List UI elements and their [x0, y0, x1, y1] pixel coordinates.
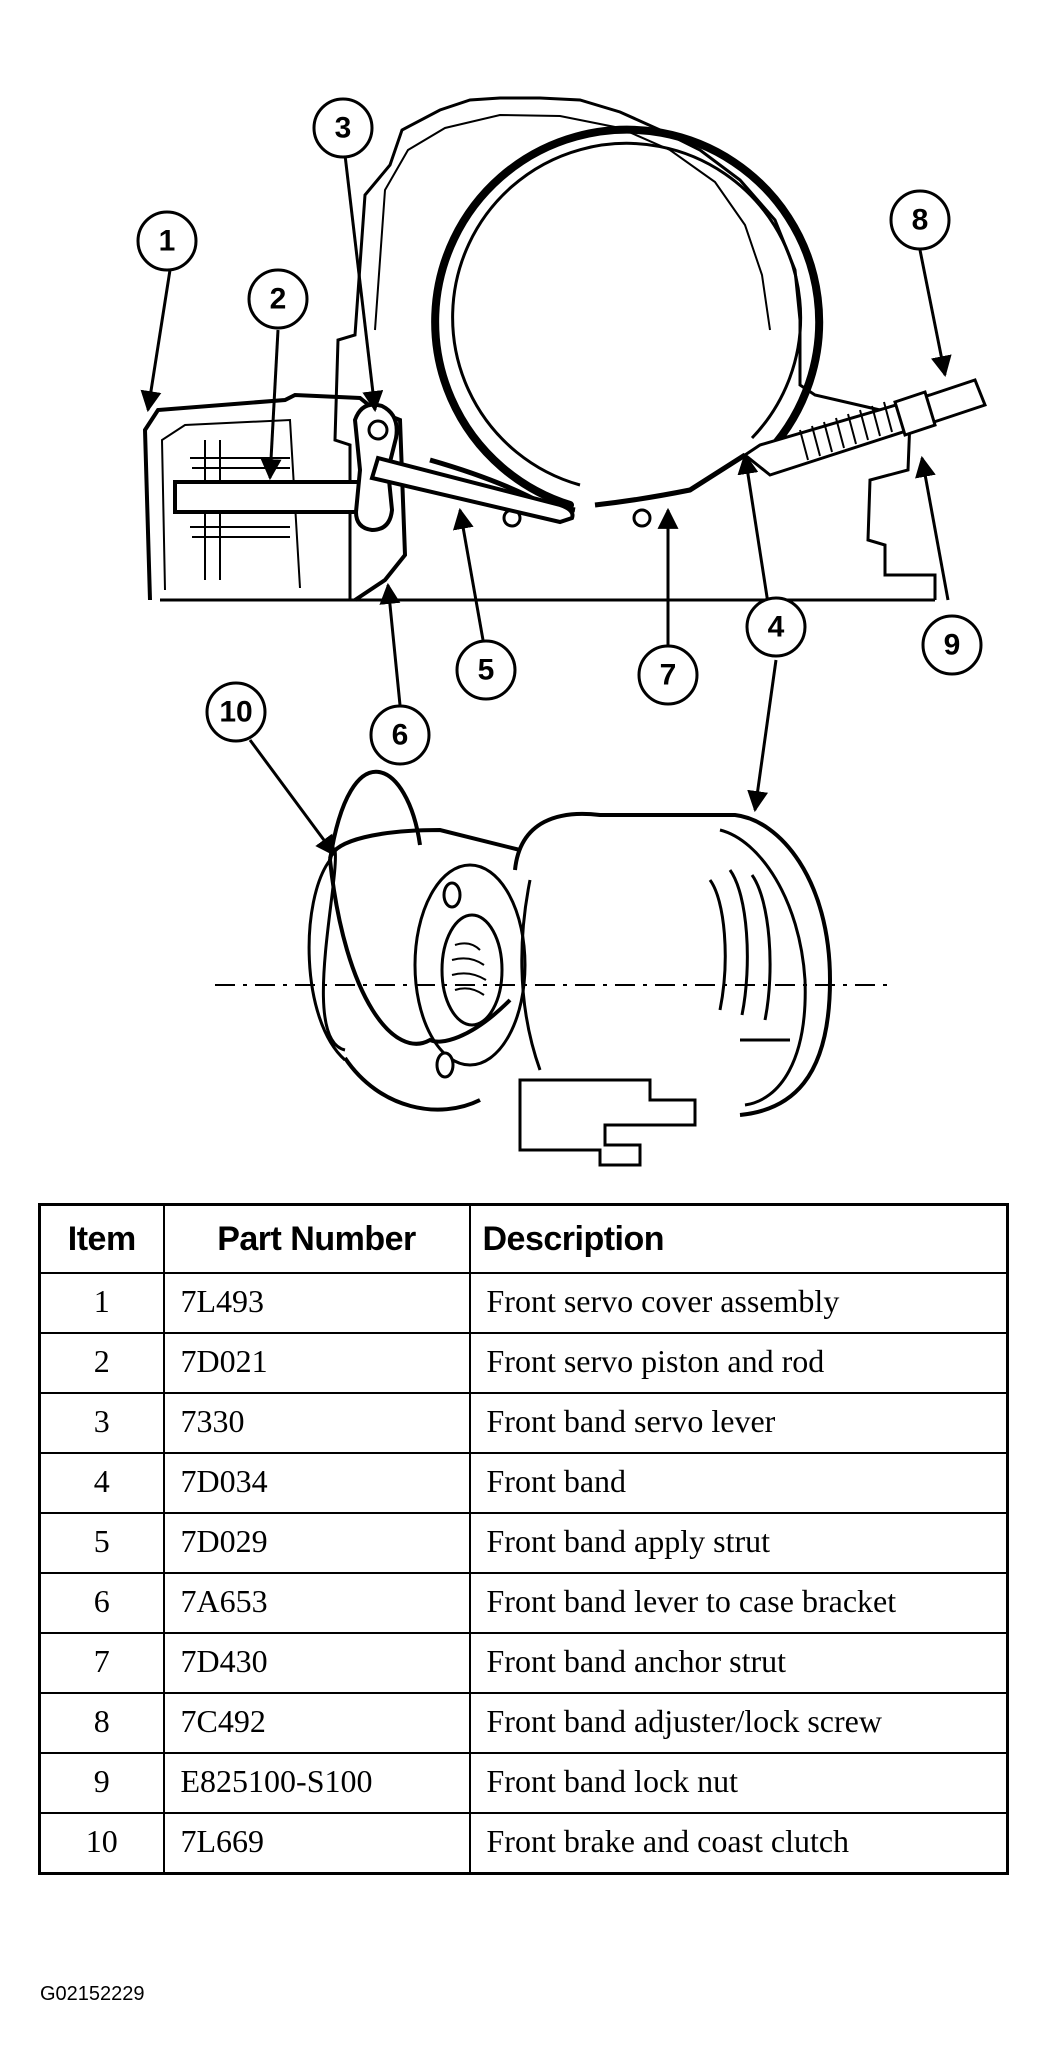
strut-pin-right: [632, 508, 652, 528]
servo-rod: [173, 480, 367, 514]
cell-item: 9: [38, 1752, 165, 1814]
table-row: 5 7D029 Front band apply strut: [38, 1512, 1009, 1574]
transmission-case-inner-outline: [374, 113, 771, 331]
cell-item: 4: [38, 1452, 165, 1514]
svg-text:5: 5: [478, 654, 495, 687]
brake-drum-outer: [327, 769, 512, 1046]
cell-description: Front band lever to case bracket: [468, 1572, 1009, 1634]
svg-text:8: 8: [912, 204, 929, 237]
cell-part-number: 7A653: [162, 1572, 471, 1634]
cell-item: 2: [38, 1332, 165, 1394]
table-header-row: Item Part Number Description: [38, 1203, 1009, 1274]
cell-part-number: 7L493: [162, 1272, 471, 1334]
brake-drum-rim: [307, 849, 346, 1062]
cell-description: Front band servo lever: [468, 1392, 1009, 1454]
brake-drum-hub-rings: [451, 942, 487, 996]
cell-part-number: 7C492: [162, 1692, 471, 1754]
cell-part-number: 7D021: [162, 1332, 471, 1394]
cell-description: Front band apply strut: [468, 1512, 1009, 1574]
front-band-ring-inner: [451, 141, 803, 487]
table-row: 9 E825100-S100 Front band lock nut: [38, 1752, 1009, 1814]
servo-lever-pivot: [367, 419, 389, 441]
cell-description: Front brake and coast clutch: [468, 1812, 1009, 1875]
cell-item: 10: [38, 1812, 165, 1875]
callout-9: 9: [921, 614, 983, 676]
cell-part-number: 7D034: [162, 1452, 471, 1514]
front-band-ring-outer: [431, 125, 824, 509]
table-row: 2 7D021 Front servo piston and rod: [38, 1332, 1009, 1394]
table-row: 3 7330 Front band servo lever: [38, 1392, 1009, 1454]
svg-text:4: 4: [768, 611, 785, 644]
band-exploded-outer: [513, 811, 833, 1117]
callout-2: 2: [247, 268, 309, 330]
svg-text:6: 6: [392, 719, 409, 752]
servo-piston-grooves: [190, 440, 290, 580]
apply-strut: [369, 455, 575, 525]
parts-table: Item Part Number Description 1 7L493 Fro…: [38, 1203, 1009, 1875]
callout-arrows: [140, 154, 952, 857]
transmission-case-outline: [333, 96, 937, 600]
callout-3: 3: [312, 97, 374, 159]
callout-5: 5: [455, 639, 517, 701]
cell-description: Front band anchor strut: [468, 1632, 1009, 1694]
svg-text:7: 7: [660, 659, 677, 692]
cell-item: 7: [38, 1632, 165, 1694]
cell-item: 8: [38, 1692, 165, 1754]
header-part-number: Part Number: [162, 1203, 471, 1274]
cell-description: Front servo piston and rod: [468, 1332, 1009, 1394]
brake-drum-face: [413, 863, 527, 1067]
cell-description: Front servo cover assembly: [468, 1272, 1009, 1334]
servo-cover-body: [142, 392, 408, 602]
cell-item: 1: [38, 1272, 165, 1334]
header-item: Item: [38, 1203, 165, 1274]
cell-description: Front band: [468, 1452, 1009, 1514]
table-row: 8 7C492 Front band adjuster/lock screw: [38, 1692, 1009, 1754]
svg-text:3: 3: [335, 112, 352, 145]
figure-id: G02152229: [40, 1983, 145, 2005]
svg-text:9: 9: [944, 629, 961, 662]
drum-hole-lower: [435, 1051, 455, 1079]
servo-cover-inner: [160, 418, 301, 591]
cell-item: 6: [38, 1572, 165, 1634]
callout-8: 8: [889, 189, 951, 251]
band-exploded-slots: [708, 869, 790, 1042]
callout-7: 7: [637, 644, 699, 706]
cell-description: Front band lock nut: [468, 1752, 1009, 1814]
header-description: Description: [468, 1203, 1009, 1274]
cell-part-number: 7D430: [162, 1632, 471, 1694]
table-row: 7 7D430 Front band anchor strut: [38, 1632, 1009, 1694]
table-row: 10 7L669 Front brake and coast clutch: [38, 1812, 1009, 1875]
table-row: 4 7D034 Front band: [38, 1452, 1009, 1514]
cell-description: Front band adjuster/lock screw: [468, 1692, 1009, 1754]
callout-10: 10: [205, 681, 267, 743]
cell-part-number: 7L669: [162, 1812, 471, 1875]
band-exploded-bracket: [518, 1078, 697, 1167]
cell-part-number: 7330: [162, 1392, 471, 1454]
svg-text:1: 1: [159, 225, 176, 258]
cell-item: 5: [38, 1512, 165, 1574]
adjuster-screw-threads: [799, 401, 893, 461]
drum-hole-upper: [442, 881, 462, 909]
svg-text:10: 10: [219, 696, 252, 729]
callout-4: 4: [745, 596, 807, 658]
band-exploded-inner: [520, 828, 807, 1107]
brake-drum-hub: [440, 913, 504, 1027]
callout-1: 1: [136, 210, 198, 272]
table-row: 6 7A653 Front band lever to case bracket: [38, 1572, 1009, 1634]
callout-6: 6: [369, 704, 431, 766]
exploded-diagram: 1 2 3 4 5 6 7 8 9 10: [136, 96, 987, 1167]
lock-nut: [893, 390, 937, 437]
table-row: 1 7L493 Front servo cover assembly: [38, 1272, 1009, 1334]
front-band-end-right: [594, 452, 747, 508]
svg-text:2: 2: [270, 283, 287, 316]
cell-part-number: E825100-S100: [162, 1752, 471, 1814]
cell-part-number: 7D029: [162, 1512, 471, 1574]
cell-item: 3: [38, 1392, 165, 1454]
